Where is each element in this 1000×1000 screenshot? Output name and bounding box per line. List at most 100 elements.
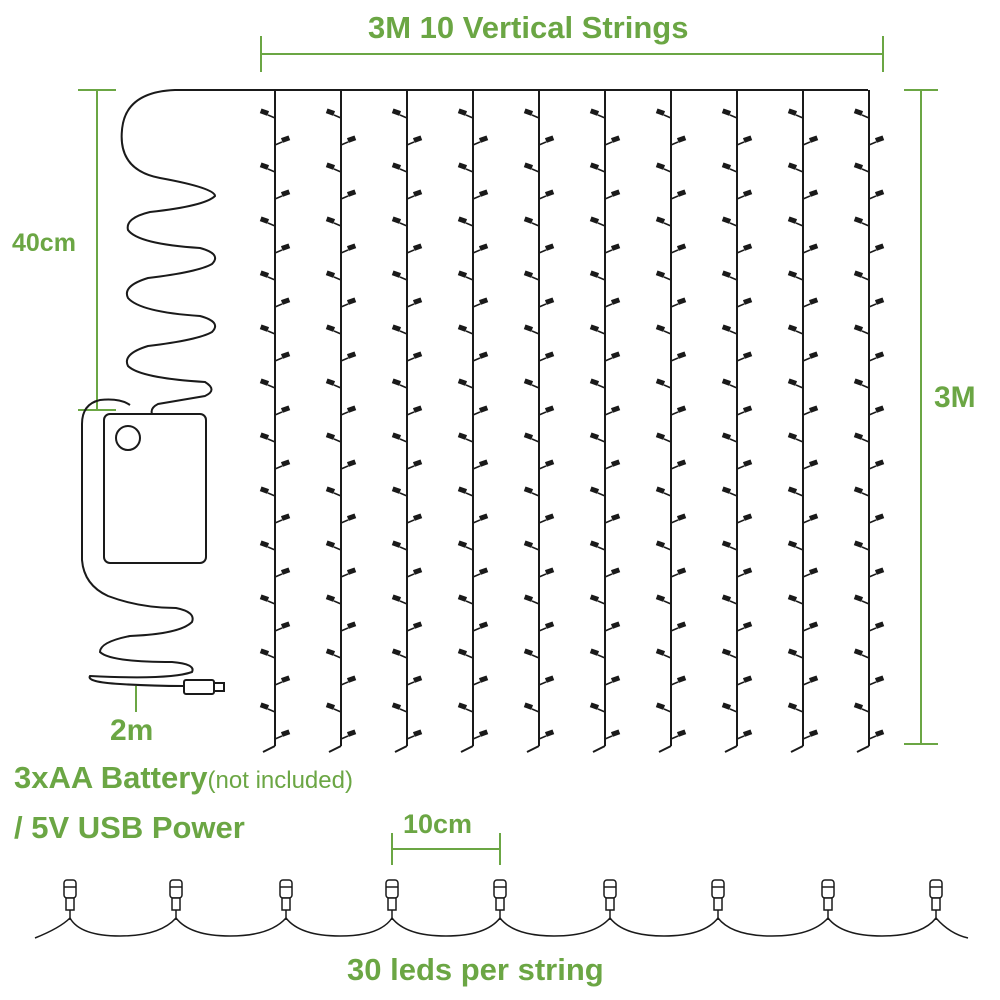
led-bulb-icon bbox=[391, 648, 408, 659]
led-bulb-icon bbox=[853, 378, 870, 389]
led-bulb-icon bbox=[538, 405, 555, 416]
led-bulb-icon bbox=[391, 432, 408, 443]
dimension-height bbox=[904, 89, 938, 745]
led-bulb-icon bbox=[736, 135, 753, 146]
vertical-string bbox=[721, 90, 753, 753]
led-bulb-icon bbox=[523, 594, 540, 605]
led-bulb-icon bbox=[472, 729, 489, 740]
led-bulb-icon bbox=[493, 879, 507, 920]
led-bulb-icon bbox=[340, 675, 357, 686]
led-bulb-icon bbox=[670, 729, 687, 740]
vertical-string bbox=[325, 90, 357, 753]
led-bulb-icon bbox=[670, 459, 687, 470]
led-bulb-icon bbox=[340, 729, 357, 740]
led-bulb-icon bbox=[655, 540, 672, 551]
led-bulb-icon bbox=[853, 324, 870, 335]
lead-loop bbox=[81, 398, 194, 687]
led-bulb-icon bbox=[721, 216, 738, 227]
led-bulb-icon bbox=[406, 729, 423, 740]
led-bulb-icon bbox=[802, 621, 819, 632]
led-bulb-icon bbox=[721, 648, 738, 659]
led-bulb-icon bbox=[457, 378, 474, 389]
led-bulb-icon bbox=[655, 486, 672, 497]
led-bulb-icon bbox=[457, 432, 474, 443]
led-bulb-icon bbox=[259, 216, 276, 227]
led-bulb-icon bbox=[604, 567, 621, 578]
usb-power-label: / 5V USB Power bbox=[14, 810, 245, 845]
led-bulb-icon bbox=[802, 459, 819, 470]
led-bulb-icon bbox=[853, 486, 870, 497]
led-bulb-icon bbox=[340, 243, 357, 254]
led-bulb-icon bbox=[523, 324, 540, 335]
led-bulb-icon bbox=[259, 378, 276, 389]
led-bulb-icon bbox=[406, 459, 423, 470]
led-bulb-icon bbox=[274, 351, 291, 362]
vertical-string bbox=[589, 90, 621, 753]
led-bulb-icon bbox=[787, 216, 804, 227]
led-bulb-icon bbox=[736, 675, 753, 686]
led-bulb-icon bbox=[472, 513, 489, 524]
led-bulb-icon bbox=[655, 324, 672, 335]
led-bulb-icon bbox=[853, 594, 870, 605]
led-bulb-icon bbox=[655, 162, 672, 173]
led-bulb-icon bbox=[853, 108, 870, 119]
led-bulb-icon bbox=[523, 378, 540, 389]
dimension-spacing-10cm bbox=[391, 833, 501, 865]
led-bulb-icon bbox=[802, 135, 819, 146]
led-bulb-icon bbox=[853, 702, 870, 713]
led-bulb-icon bbox=[868, 189, 885, 200]
usb-plug-icon bbox=[183, 679, 225, 695]
vertical-string bbox=[787, 90, 819, 753]
led-bulb-icon bbox=[325, 324, 342, 335]
led-bulb-icon bbox=[604, 135, 621, 146]
led-bulb-icon bbox=[538, 459, 555, 470]
led-bulb-icon bbox=[802, 351, 819, 362]
led-bulb-icon bbox=[340, 405, 357, 416]
led-bulb-icon bbox=[472, 675, 489, 686]
led-bulb-icon bbox=[589, 432, 606, 443]
led-bulb-icon bbox=[325, 432, 342, 443]
led-bulb-icon bbox=[259, 162, 276, 173]
led-bulb-icon bbox=[589, 216, 606, 227]
led-bulb-icon bbox=[721, 540, 738, 551]
led-bulb-icon bbox=[736, 621, 753, 632]
led-bulb-icon bbox=[802, 513, 819, 524]
led-bulb-icon bbox=[853, 432, 870, 443]
led-bulb-icon bbox=[391, 540, 408, 551]
led-bulb-icon bbox=[787, 702, 804, 713]
led-bulb-icon bbox=[457, 216, 474, 227]
led-bulb-icon bbox=[274, 189, 291, 200]
led-bulb-icon bbox=[670, 567, 687, 578]
led-bulb-icon bbox=[721, 486, 738, 497]
led-bulb-icon bbox=[802, 189, 819, 200]
led-bulb-icon bbox=[589, 324, 606, 335]
vertical-string bbox=[391, 90, 423, 753]
led-bulb-icon bbox=[604, 513, 621, 524]
led-bulb-icon bbox=[457, 162, 474, 173]
led-bulb-icon bbox=[603, 879, 617, 920]
led-bulb-icon bbox=[868, 621, 885, 632]
vertical-string bbox=[259, 90, 291, 753]
led-bulb-icon bbox=[538, 297, 555, 308]
led-bulb-icon bbox=[259, 486, 276, 497]
led-bulb-icon bbox=[274, 621, 291, 632]
led-bulb-icon bbox=[472, 243, 489, 254]
led-bulb-icon bbox=[802, 567, 819, 578]
detail-strand-wire bbox=[34, 916, 969, 939]
led-bulb-icon bbox=[340, 297, 357, 308]
vertical-string bbox=[457, 90, 489, 753]
led-bulb-icon bbox=[259, 324, 276, 335]
led-bulb-icon bbox=[523, 108, 540, 119]
led-bulb-icon bbox=[670, 189, 687, 200]
led-bulb-icon bbox=[604, 297, 621, 308]
led-bulb-icon bbox=[868, 351, 885, 362]
led-bulb-icon bbox=[538, 729, 555, 740]
led-bulb-icon bbox=[259, 432, 276, 443]
led-bulb-icon bbox=[391, 216, 408, 227]
led-bulb-icon bbox=[472, 351, 489, 362]
led-bulb-icon bbox=[721, 108, 738, 119]
led-bulb-icon bbox=[736, 729, 753, 740]
led-bulb-icon bbox=[406, 351, 423, 362]
led-bulb-icon bbox=[787, 648, 804, 659]
led-bulb-icon bbox=[391, 270, 408, 281]
